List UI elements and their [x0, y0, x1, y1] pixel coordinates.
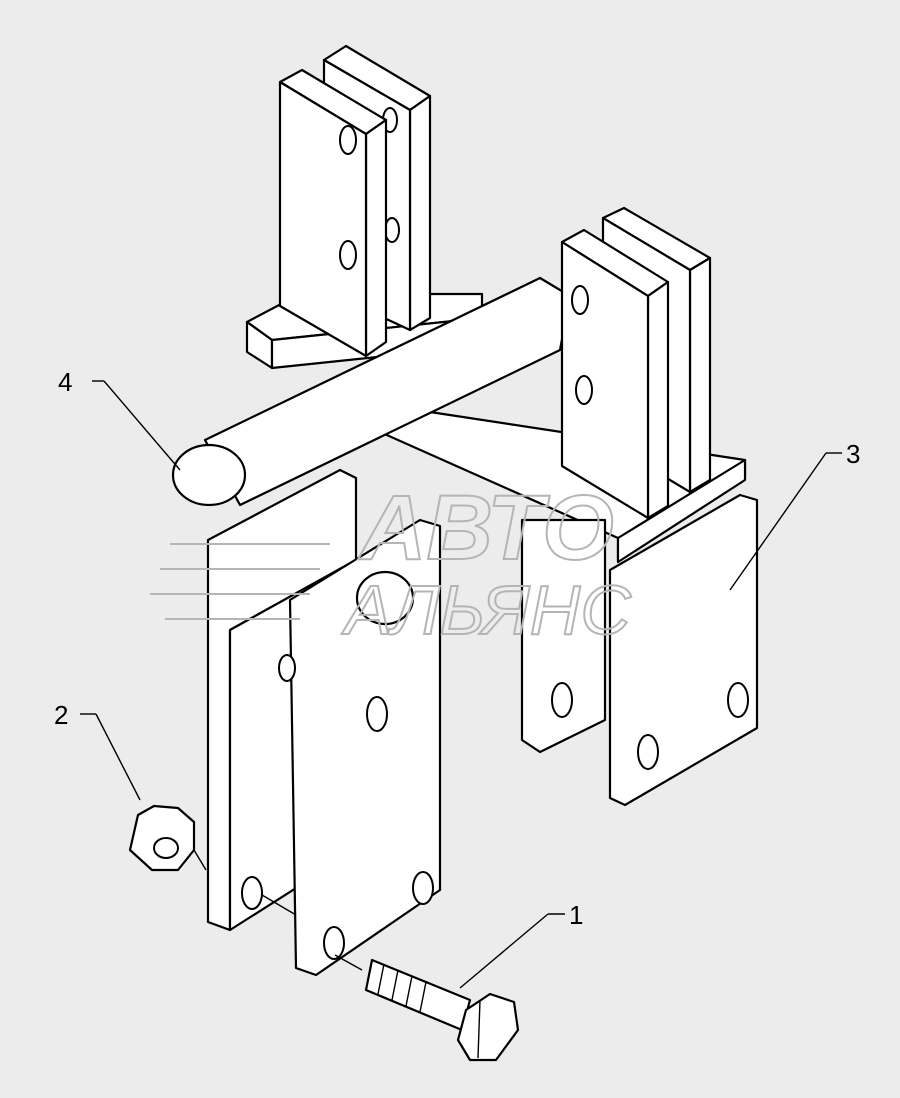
watermark-logo: АВТО АЛЬЯНС	[150, 476, 632, 649]
callout-part-1: 1	[569, 900, 584, 930]
callout-part-4: 4	[58, 367, 73, 397]
callout-part-2: 2	[54, 700, 69, 730]
left-clamp-plates	[206, 468, 442, 977]
callout-part-3: 3	[846, 439, 861, 469]
rear-upright-plates	[278, 44, 432, 358]
watermark-line-1: АВТО	[358, 477, 614, 579]
watermark-stripes	[150, 543, 330, 620]
leader-lines	[80, 380, 842, 989]
watermark-line-2: АЛЬЯНС	[341, 571, 631, 649]
hex-nut	[128, 804, 207, 872]
right-bracket	[520, 206, 759, 807]
hex-bolt	[261, 894, 520, 1062]
